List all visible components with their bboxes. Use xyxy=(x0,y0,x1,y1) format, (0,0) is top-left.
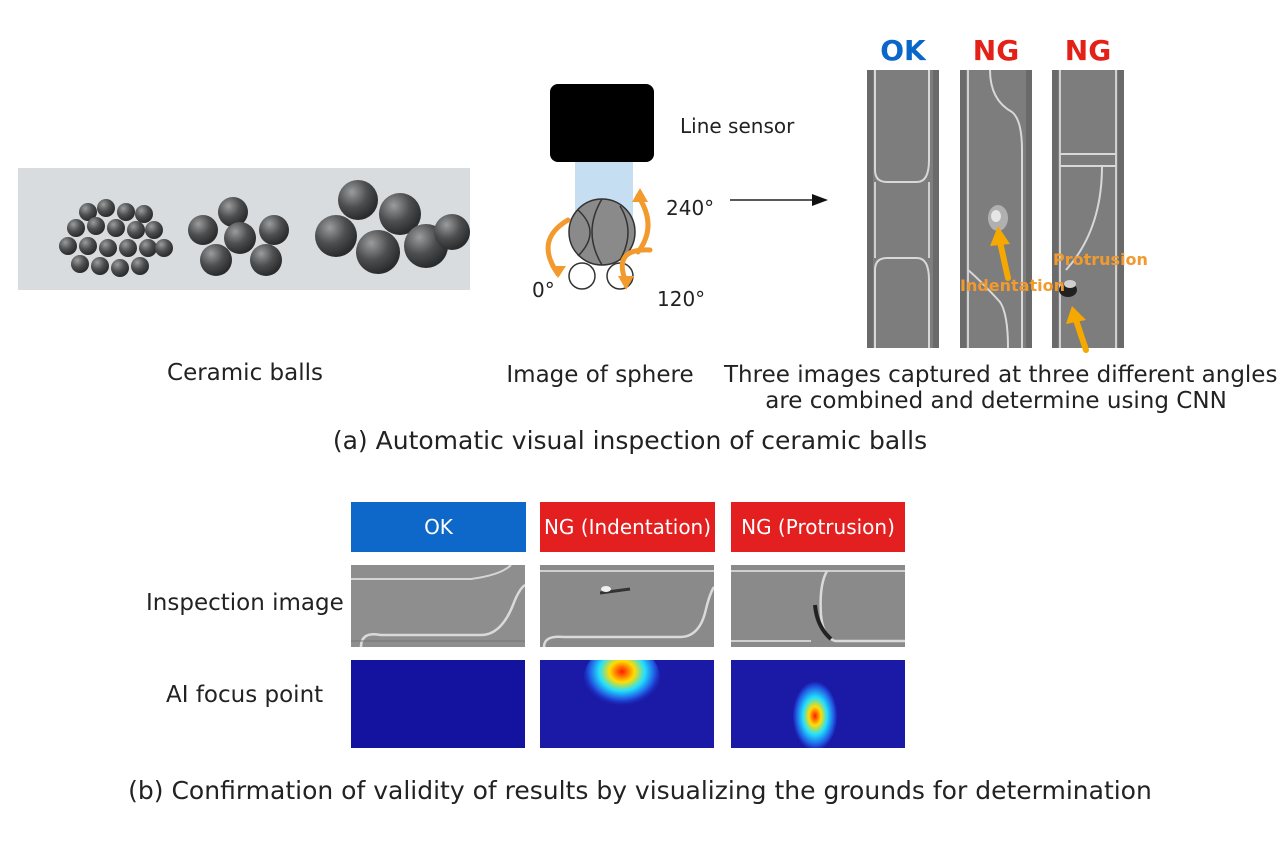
header-ng-protrusion: NG (Protrusion) xyxy=(731,502,905,552)
strip-label-ng-1: NG xyxy=(972,34,1020,67)
protrusion-label: Protrusion xyxy=(1053,250,1148,269)
inspection-image-ng-protrusion xyxy=(731,565,905,647)
line-sensor-body xyxy=(550,84,654,162)
indentation-arrow-icon xyxy=(990,226,1011,281)
section-a-title: (a) Automatic visual inspection of ceram… xyxy=(332,426,928,455)
protrusion-arrow-icon xyxy=(1066,306,1089,353)
angle-120-label: 120° xyxy=(657,287,706,311)
strip-image-ng-protrusion xyxy=(1052,70,1124,348)
inspection-image-ng-indentation xyxy=(540,565,714,647)
ceramic-balls-illustration xyxy=(59,180,470,277)
line-sensor-label: Line sensor xyxy=(680,114,795,138)
row-label-focus: AI focus point xyxy=(166,682,324,708)
strip-label-ng-2: NG xyxy=(1064,34,1112,67)
combined-caption: Three images captured at three different… xyxy=(724,362,1278,414)
inspection-image-ok xyxy=(351,565,525,647)
combined-caption-line-2: are combined and determine using CNN xyxy=(765,388,1227,414)
header-ng-indentation: NG (Indentation) xyxy=(540,502,715,552)
focus-map-ng-indentation xyxy=(540,660,714,748)
header-ok: OK xyxy=(351,502,526,552)
strip-image-ng-indentation xyxy=(960,70,1032,348)
strip-label-ok: OK xyxy=(880,34,926,67)
strip-image-ok xyxy=(867,70,939,348)
right-arrow-icon xyxy=(730,194,828,206)
sphere-sensor-illustration xyxy=(545,84,654,290)
sphere-caption: Image of sphere xyxy=(506,362,694,388)
section-b-title: (b) Confirmation of validity of results … xyxy=(128,776,1152,805)
combined-caption-line-1: Three images captured at three different… xyxy=(724,362,1278,388)
ceramic-balls-photo xyxy=(18,168,470,290)
indentation-label: Indentation xyxy=(960,276,1065,295)
roller-left xyxy=(568,262,596,290)
focus-map-ng-protrusion xyxy=(731,660,905,748)
row-label-inspection: Inspection image xyxy=(146,590,344,616)
angle-0-label: 0° xyxy=(532,278,555,302)
focus-map-ok xyxy=(351,660,525,748)
angle-240-label: 240° xyxy=(666,196,715,220)
ceramic-balls-caption: Ceramic balls xyxy=(167,360,323,386)
